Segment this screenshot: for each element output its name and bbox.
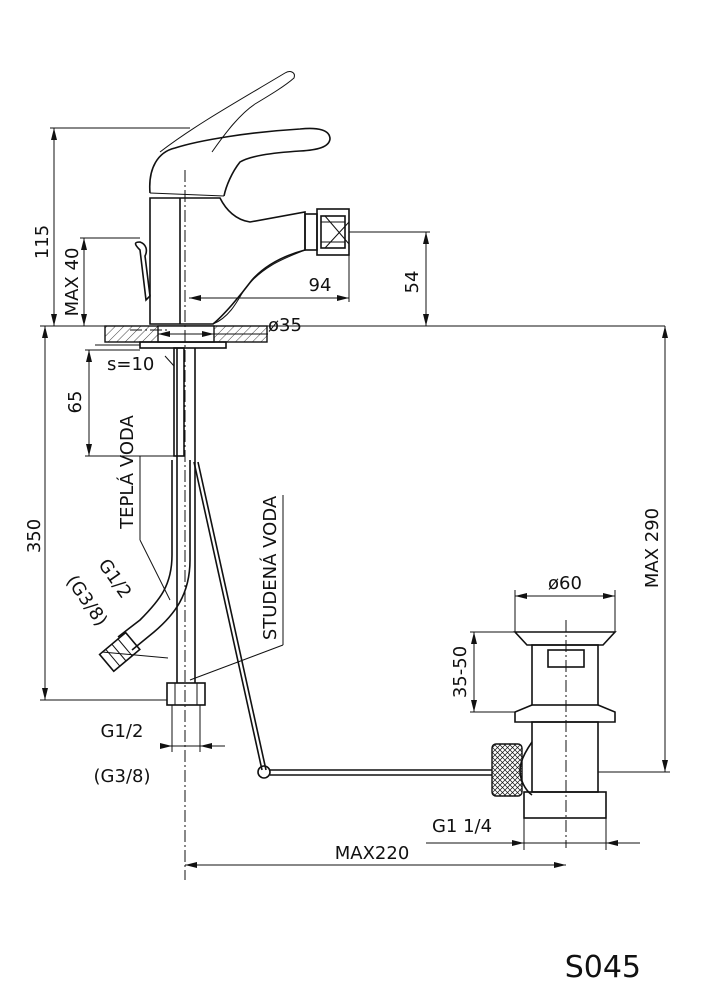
- dim-max-290: MAX 290: [642, 508, 663, 588]
- label-hot-water: TEPLÁ VODA: [116, 414, 138, 529]
- label-cold-water: STUDENÁ VODA: [259, 495, 281, 640]
- dimension-lines: [40, 127, 670, 868]
- dim-waste-dia: ø60: [548, 573, 582, 594]
- drawing-code: S045: [565, 950, 641, 985]
- popup-knob: [134, 241, 151, 302]
- dim-max-220: MAX220: [335, 843, 410, 864]
- handle-lever: [149, 127, 331, 197]
- handle-lever-alt: [159, 71, 295, 153]
- waste-assembly: [491, 631, 617, 819]
- label-thread-main: G1/2: [94, 555, 136, 602]
- label-waste-thread: G1 1/4: [432, 816, 492, 837]
- dim-350: 350: [24, 519, 45, 553]
- label-bottom-thread-alt: (G3/8): [94, 766, 151, 787]
- dim-94: 94: [309, 275, 332, 296]
- nozzle: [304, 213, 318, 251]
- dim-thickness: s=10: [107, 354, 154, 375]
- dim-hole-dia: ø35: [268, 315, 302, 336]
- bottom-fitting: [166, 682, 206, 706]
- dim-plug-lift: 35-50: [450, 646, 471, 698]
- supply-hoses: [98, 347, 492, 779]
- dim-115: 115: [32, 225, 53, 259]
- dim-max-40: MAX 40: [62, 248, 83, 317]
- center-lines: [130, 170, 567, 880]
- dim-54: 54: [402, 271, 423, 294]
- faucet-body: [134, 71, 350, 325]
- label-bottom-thread-main: G1/2: [101, 721, 144, 742]
- dim-65: 65: [65, 391, 86, 414]
- mixer-body: [149, 197, 306, 325]
